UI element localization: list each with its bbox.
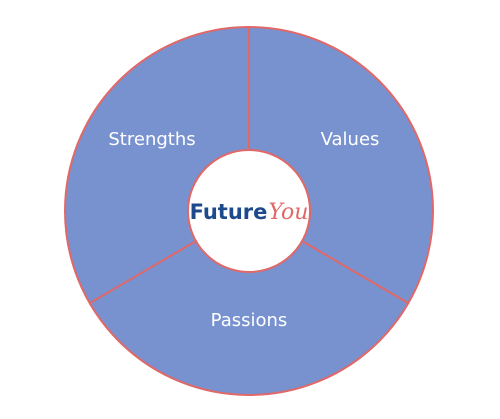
futureyou-logo: FutureYou xyxy=(190,200,309,225)
segment-label-passions: Passions xyxy=(211,310,288,331)
divider-lower-right xyxy=(301,240,409,304)
logo-part-future: Future xyxy=(190,200,268,224)
logo-part-you: You xyxy=(268,200,308,225)
logo-wordmark: FutureYou xyxy=(190,200,309,225)
divider-lower-left xyxy=(89,240,197,304)
center-circle xyxy=(187,149,311,273)
segment-label-strengths: Strengths xyxy=(108,129,195,150)
segment-label-values: Values xyxy=(321,129,380,150)
